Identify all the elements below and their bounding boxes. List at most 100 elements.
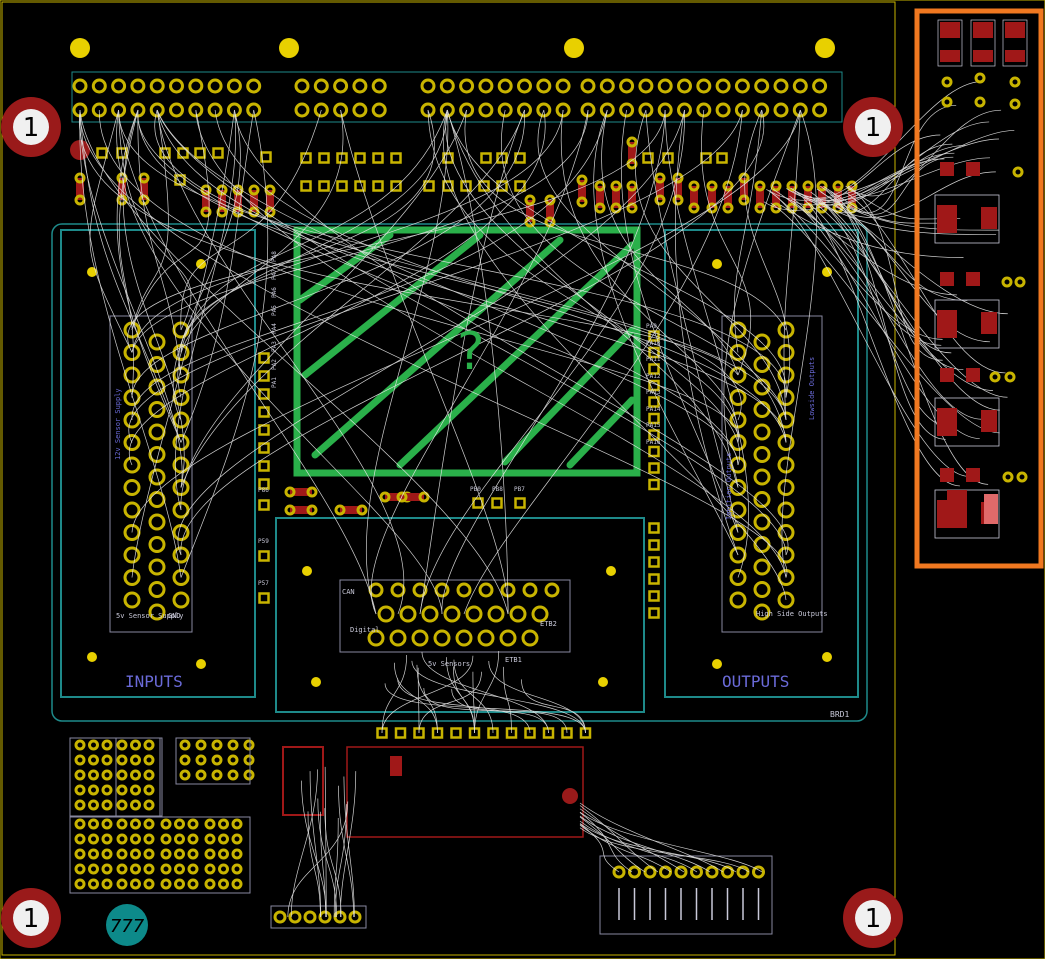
center-block (275, 517, 645, 713)
connector-pin (753, 581, 771, 598)
board-ref: BRD1 (830, 710, 850, 719)
pad-label: PA2 (271, 359, 278, 370)
connector-pin (729, 524, 747, 541)
connector-pin (399, 605, 417, 623)
connector-pin (777, 524, 795, 541)
header-pin (478, 78, 494, 94)
connector-pin (172, 479, 190, 496)
header-pin (207, 102, 223, 118)
connector-pin (148, 446, 166, 463)
inputs-label: INPUTS (125, 672, 183, 691)
connector-pin (777, 411, 795, 429)
connector-pin (148, 558, 166, 576)
placeholder-hatch-icon (293, 226, 641, 477)
connector-pin (123, 501, 141, 519)
connector-pin (753, 491, 771, 508)
lowside-label: Lowside Outputs (808, 356, 816, 420)
connector-pin (411, 629, 429, 647)
connector-pin (123, 456, 141, 474)
pad-label: PA1 (271, 377, 278, 388)
mounting-hole-icon: 1 (1, 888, 61, 948)
sensors-label: 5v Sensors (428, 660, 471, 668)
connector-pin (729, 591, 747, 609)
connector-pin (123, 524, 141, 541)
outputs-block (664, 229, 859, 698)
switch-label: 5v Sensor Supply (116, 612, 184, 620)
connector-pin (123, 344, 141, 361)
connector-pin (777, 434, 795, 451)
header-pin (246, 78, 262, 94)
header-pin (619, 78, 635, 94)
pad-label: PA13 (646, 389, 661, 396)
connector-pin (148, 468, 166, 486)
header-pin (536, 78, 552, 94)
connector-pin (377, 605, 395, 623)
connector-pin (777, 591, 795, 609)
connector-pin (123, 591, 141, 609)
pad-label: PA16 (646, 438, 661, 446)
connector-pin (753, 468, 771, 486)
connector-pin (509, 605, 527, 623)
header-pin (333, 102, 349, 118)
connector-pin (487, 605, 505, 623)
connector-pin (123, 411, 141, 429)
board-outline (1, 1, 896, 956)
header-pin (149, 78, 165, 94)
connector-pin (389, 629, 407, 647)
mounting-hole-icon: 1 (843, 888, 903, 948)
header-pin (149, 102, 165, 118)
mounting-hole-number: 1 (865, 113, 882, 143)
connector-pin (544, 582, 560, 598)
header-pin (111, 78, 127, 94)
header-pins (72, 78, 828, 118)
header-pin (246, 102, 262, 118)
inputs-block (60, 229, 256, 698)
gnd-label: GND (168, 612, 181, 620)
connector-pin (148, 491, 166, 508)
header-pin (599, 102, 615, 118)
header-pin (619, 102, 635, 118)
header-pin (754, 78, 770, 94)
placeholder-mark: ? (457, 322, 485, 382)
connector-pin (433, 629, 451, 647)
connector-pin (465, 605, 483, 623)
header-pin (313, 102, 329, 118)
connector-pin (777, 569, 795, 586)
pad-label: PA5 (271, 305, 278, 316)
pad-label: PA12 (646, 372, 661, 380)
header-pin (696, 102, 712, 118)
pad-label: P57 (258, 580, 269, 587)
can-label: CAN (342, 588, 355, 596)
pad-label: PA7 (271, 269, 278, 280)
connector-pin (148, 603, 166, 621)
connector-pin (123, 434, 141, 451)
outputs-label: OUTPUTS (722, 672, 790, 691)
header-pin (352, 78, 368, 94)
header-pin (188, 102, 204, 118)
connector-pin (443, 605, 461, 623)
connector-pin (729, 321, 747, 339)
connector-pin (753, 536, 771, 553)
header-pin (677, 78, 692, 94)
connector-pin (390, 582, 406, 598)
header-pin (313, 78, 329, 94)
connector-pin (753, 603, 771, 621)
connector-pin (434, 582, 450, 598)
connector-pin (777, 501, 795, 519)
header-pin (536, 102, 552, 118)
connector-pin (456, 582, 472, 598)
connector-pin (753, 378, 771, 396)
header-pin (91, 78, 107, 94)
header-pin (696, 78, 712, 94)
header-pin (599, 78, 615, 94)
mounting-hole-number: 1 (865, 904, 882, 934)
header-pin (517, 78, 532, 94)
connector-pin (753, 401, 771, 418)
top-header (71, 71, 843, 123)
connector-pin (478, 582, 494, 598)
mounting-hole-icon: 1 (1, 97, 61, 157)
connector-pin (367, 629, 385, 647)
header-pin (638, 78, 654, 94)
connector-pin (123, 479, 141, 496)
